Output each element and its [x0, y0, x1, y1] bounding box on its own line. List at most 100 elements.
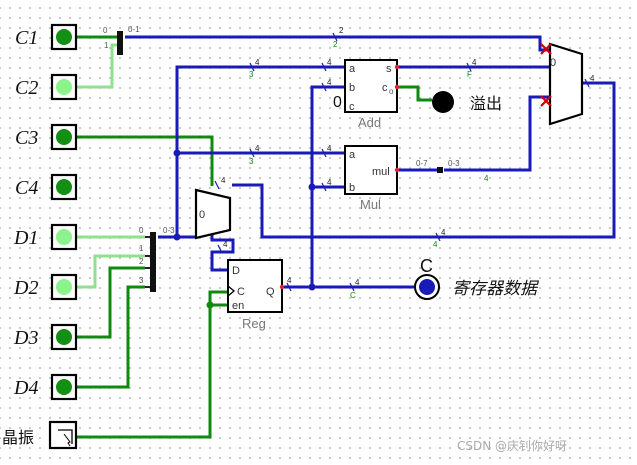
tick: [321, 82, 327, 92]
tick: [584, 78, 590, 88]
pin-state: [56, 29, 72, 45]
adder-port-co: c: [382, 82, 388, 94]
junction: [308, 183, 316, 191]
wire-d2: [76, 254, 145, 289]
pin-c4[interactable]: [50, 173, 78, 201]
label-c1: C1: [15, 27, 38, 49]
junction: [173, 233, 181, 241]
label-c2: C2: [15, 77, 38, 99]
output-pin-label: C: [420, 256, 433, 276]
register: D C en Q Reg: [227, 259, 285, 331]
pin-state: [56, 79, 72, 95]
splitter-c-label-0: 0: [103, 26, 108, 35]
pin-c3[interactable]: [50, 123, 78, 151]
pin-state: [56, 379, 72, 395]
pin-c2[interactable]: [50, 73, 78, 101]
pin-d4[interactable]: [50, 373, 78, 401]
wlabel: 4: [327, 178, 332, 187]
pin-d2[interactable]: [50, 273, 78, 301]
pin-state: [56, 229, 72, 245]
tick: [332, 32, 338, 42]
tick: [435, 232, 441, 242]
splitter-d-bar: [150, 232, 156, 292]
pin-state: [56, 329, 72, 345]
mux-in-sel-label: 0: [199, 209, 205, 221]
pin-state: [56, 279, 72, 295]
tick: [321, 62, 327, 72]
splitter-d-label-3: 3: [139, 276, 144, 285]
output-pin-c: C 寄存器数据: [414, 256, 540, 300]
splitter-d-label-1: 1: [139, 244, 144, 253]
tick: [349, 282, 355, 292]
reg-name: Reg: [242, 316, 266, 331]
mux-out-sel-label: 0: [550, 57, 556, 69]
output-pin-dot: [419, 279, 435, 295]
wlabel: 4: [255, 144, 260, 153]
pin-d1[interactable]: [50, 223, 78, 251]
mux-out: 0: [540, 42, 584, 126]
clock-input[interactable]: [48, 420, 78, 450]
label-c4: C4: [15, 177, 38, 199]
wlabel: F: [467, 70, 472, 79]
splitter-c-label-1: 1: [104, 41, 109, 50]
clock-icon: [58, 429, 73, 444]
mux-out-body: [548, 42, 584, 126]
green-wires: [76, 35, 432, 439]
label-d4: D4: [13, 377, 38, 399]
pin-d3[interactable]: [50, 323, 78, 351]
input-pins: [48, 23, 78, 450]
port-dot: [394, 84, 400, 90]
wlabel: 4: [221, 176, 226, 185]
wlabel: 4: [255, 58, 260, 67]
wlabel: 4: [223, 240, 228, 249]
wire-d4: [76, 285, 145, 389]
clock-edge-icon: [227, 285, 236, 297]
pin-labels: C1 C2 C3 C4 D1 D2 D3 D4 晶振: [2, 27, 38, 447]
bus-reg-to-add-a: [175, 65, 345, 237]
watermark: CSDN @庆钊你好呀: [457, 438, 567, 453]
label-clock: 晶振: [2, 428, 34, 447]
tick: [286, 282, 292, 292]
wire-d3: [76, 266, 145, 339]
adder-carry-const: 0: [333, 94, 342, 111]
wlabel: 2: [339, 26, 344, 35]
wlabel: 3: [249, 70, 254, 79]
splitter-d-stubs: [145, 236, 150, 288]
mul-splitter: [437, 167, 443, 173]
junction: [206, 301, 214, 309]
wlabel: 4: [590, 74, 595, 83]
adder-port-a: a: [349, 63, 356, 75]
adder-body: [344, 59, 398, 113]
mul-port-out: mul: [372, 166, 390, 178]
wlabel: 4: [287, 276, 292, 285]
splitter-d-label-0: 0: [139, 226, 144, 235]
pin-state: [56, 179, 72, 195]
reg-data-label: 寄存器数据: [452, 279, 540, 299]
wire-c3: [76, 135, 214, 186]
wlabel: 3: [249, 157, 254, 166]
bus-ticks: [214, 32, 590, 292]
overflow-label: 溢出: [470, 94, 502, 113]
wlabel: 4: [355, 278, 360, 287]
pin-c1[interactable]: [50, 23, 78, 51]
bus-q-to-add-b: [310, 85, 345, 287]
label-c3: C3: [15, 127, 38, 149]
reg-port-q: Q: [266, 286, 275, 298]
wlabel: 4: [327, 144, 332, 153]
adder-name: Add: [358, 115, 381, 130]
junction: [173, 149, 181, 157]
tick: [249, 62, 255, 72]
tick: [217, 244, 223, 254]
adder: a b c s c o 0 Add: [333, 59, 400, 130]
junctions: [173, 149, 316, 309]
tick: [466, 62, 472, 72]
error-x-icon: [540, 95, 552, 107]
wlabel: 4: [441, 228, 446, 237]
splitter-c: 0 0-1 1: [103, 25, 140, 55]
wire-labels: 2 2 4 3 4 4 4 F 4 3 4 4 4 4 4 4 4 4 4 4 …: [221, 26, 595, 300]
reg-port-d: D: [232, 265, 240, 277]
wire-carry: [397, 85, 432, 102]
tick: [249, 148, 255, 158]
bus-mux-to-reg: [210, 216, 235, 272]
